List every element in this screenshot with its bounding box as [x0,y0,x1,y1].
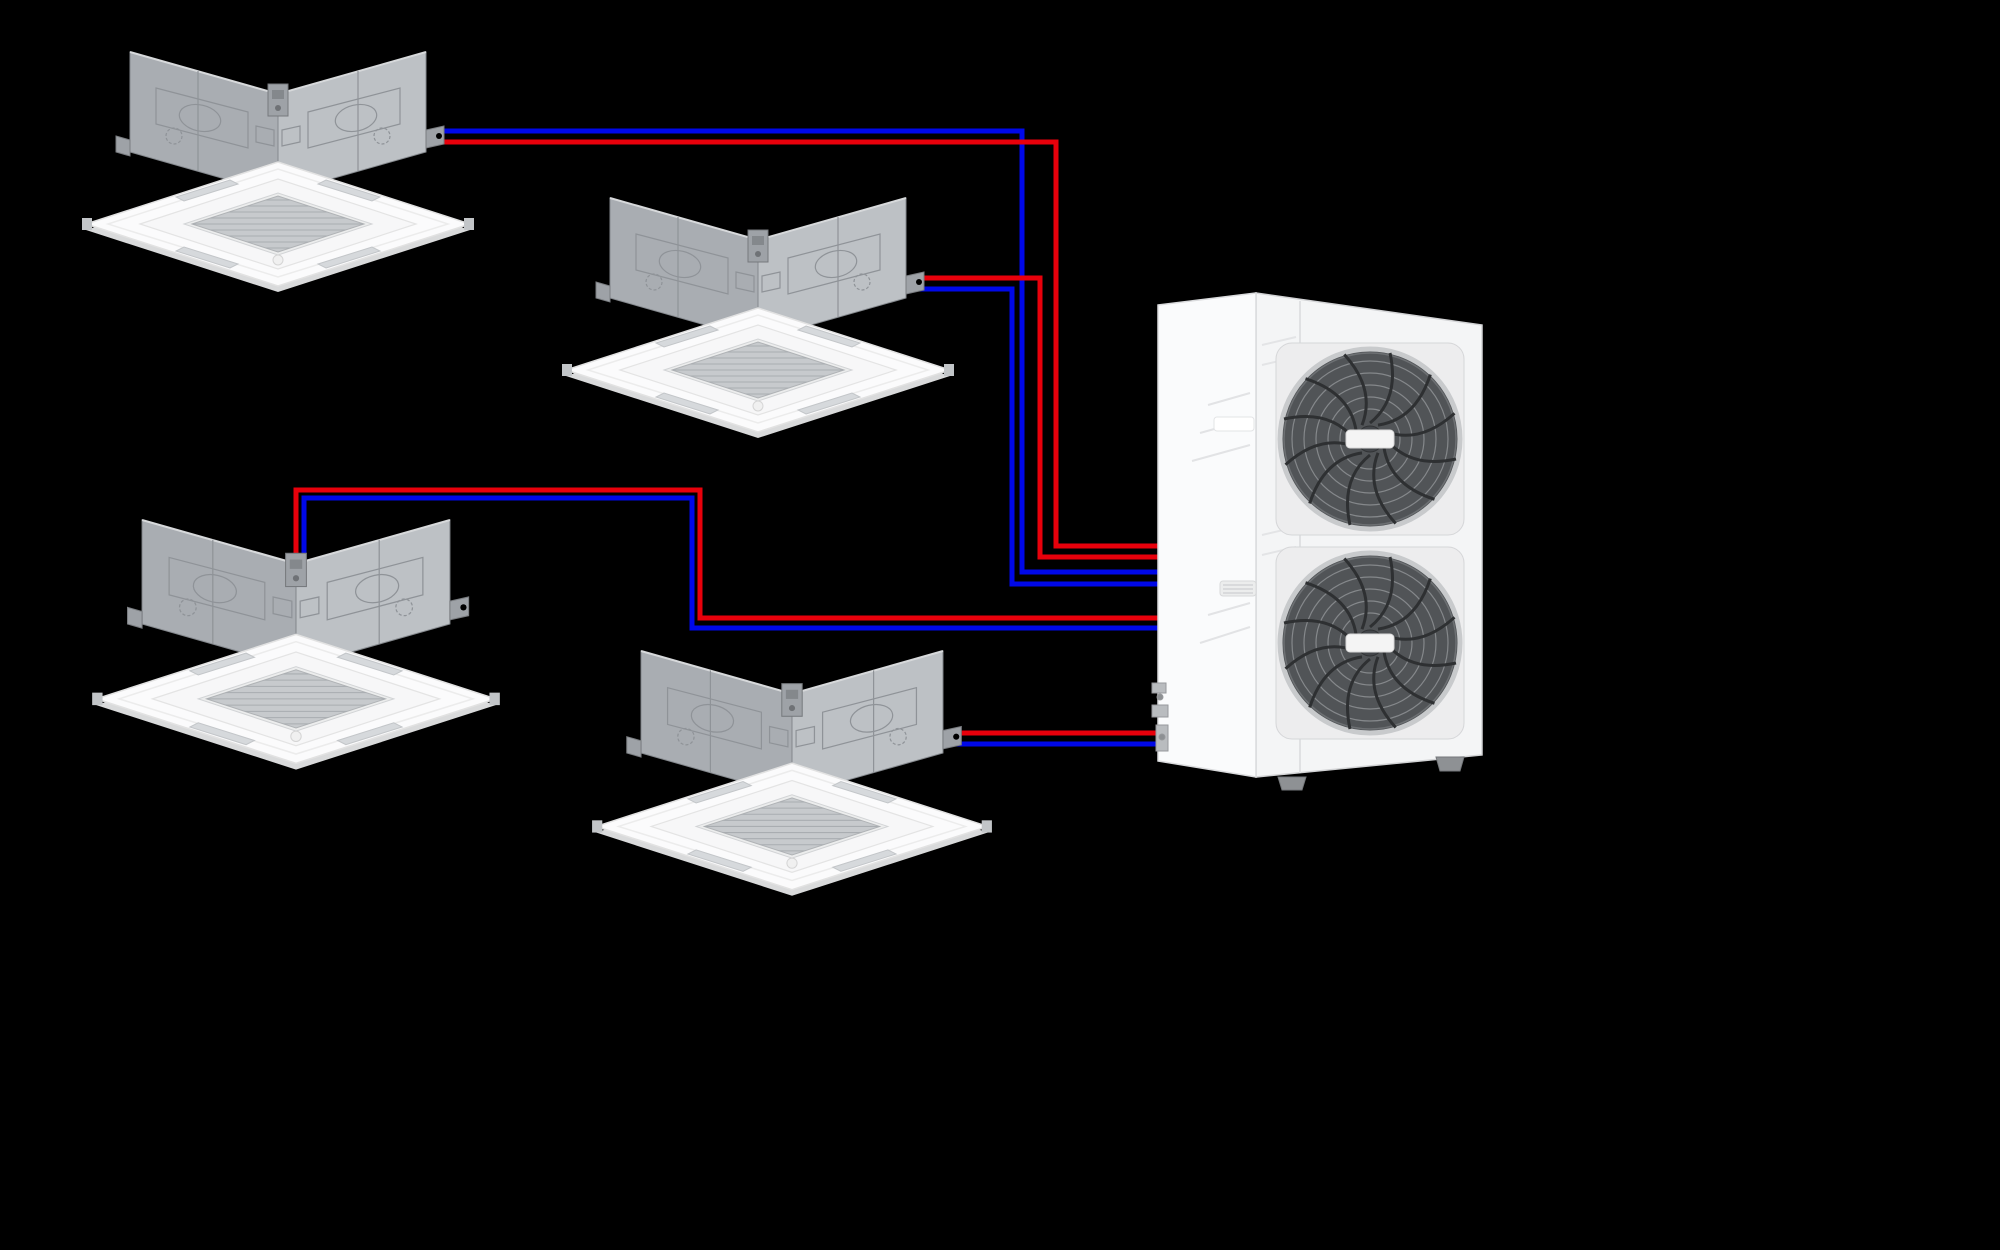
outdoor-unit-service-valves [1151,682,1169,752]
pipe-liquid-unit-2 [913,275,1176,560]
indoor-unit-4 [592,651,992,896]
outdoor-unit-feet [1277,756,1465,791]
outdoor-unit-front-panel [1157,292,1257,778]
outdoor-unit [1151,292,1483,791]
refrigerant-pipes [293,128,1176,747]
outdoor-unit-front-vent [1219,580,1257,597]
indoor-unit-2 [562,198,954,438]
pipe-liquid-unit-3 [293,487,1176,621]
indoor-unit-1 [82,52,474,292]
pipe-suction-unit-2 [913,286,1176,587]
outdoor-unit-label-plate [1213,416,1255,432]
indoor-unit-3 [92,520,500,770]
outdoor-unit-fan-top [1275,342,1465,536]
pipe-suction-unit-1 [433,128,1176,575]
pipe-suction-unit-3 [301,495,1176,631]
outdoor-unit-fan-bottom [1275,546,1465,740]
pipe-liquid-unit-1 [433,139,1176,549]
